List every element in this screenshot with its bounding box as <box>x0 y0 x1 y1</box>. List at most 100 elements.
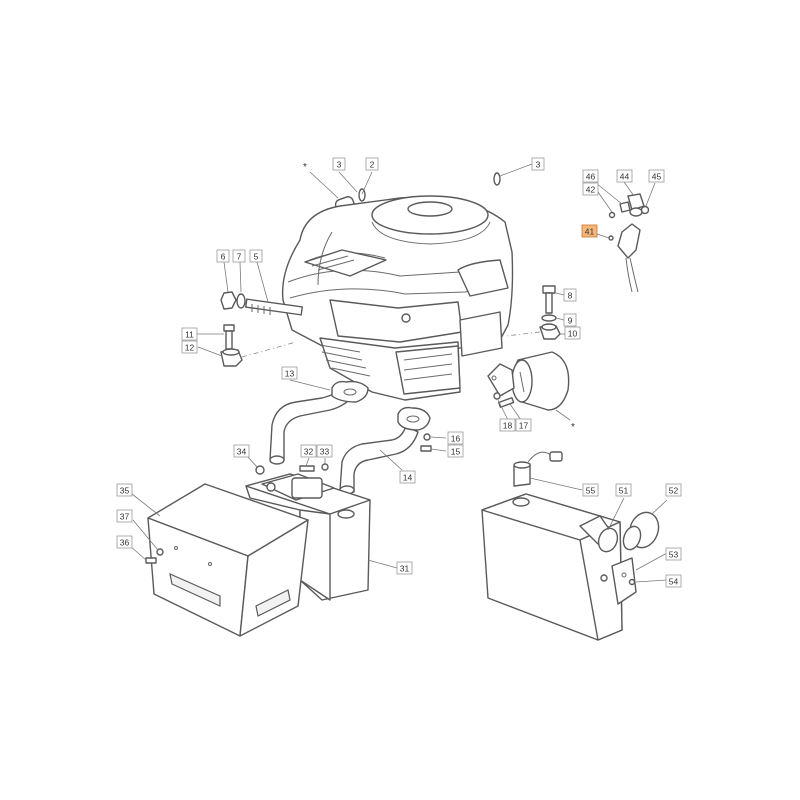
callout-11: 11 <box>181 327 198 341</box>
callout-51: 51 <box>615 483 632 497</box>
washer-18 <box>493 392 501 400</box>
callout-18: 18 <box>499 418 516 432</box>
callout-text: 12 <box>185 343 195 353</box>
callout-text: 9 <box>568 316 573 326</box>
callout-12: 12 <box>181 340 198 354</box>
fuel-cap-52 <box>622 511 660 551</box>
screw-36 <box>145 557 157 564</box>
callout-text: 10 <box>568 329 578 339</box>
callout-text: 44 <box>620 172 630 182</box>
callout-text: 18 <box>503 421 513 431</box>
screw-41 <box>608 235 614 241</box>
callout-15: 15 <box>447 444 464 458</box>
engine <box>281 195 514 401</box>
oil-filter-adapter <box>487 363 515 397</box>
callout-13: 13 <box>281 366 298 380</box>
nut-6 <box>220 291 237 310</box>
callout-41: 41 <box>581 224 598 238</box>
exhaust-pipe-13 <box>269 380 369 465</box>
hose-clamp-left <box>358 188 366 202</box>
callout-text: 5 <box>254 252 259 262</box>
callout-3-left: 3 <box>332 157 346 171</box>
bolt-32 <box>299 465 315 472</box>
throttle-bracket <box>617 223 641 293</box>
callout-34: 34 <box>233 444 250 458</box>
exhaust-pipe-14 <box>339 406 431 495</box>
tank-bracket-53 <box>611 557 637 605</box>
callout-text: 46 <box>586 172 596 182</box>
callout-32: 32 <box>300 444 317 458</box>
bolt-5 <box>245 298 303 316</box>
callout-text: 15 <box>451 447 461 457</box>
hose-clamp-right <box>493 172 501 186</box>
callout-54: 54 <box>665 574 682 588</box>
muffler-guard <box>147 483 309 637</box>
leader-lines <box>129 163 668 583</box>
callout-37: 37 <box>116 509 133 523</box>
callout-text: 17 <box>519 421 529 431</box>
callout-text: 51 <box>619 486 629 496</box>
bolt-15 <box>420 445 432 452</box>
callout-text: 13 <box>285 369 295 379</box>
asterisk-marker-fuel-filter: * <box>303 162 307 173</box>
bolt-16 <box>423 433 431 441</box>
oil-filter <box>511 351 570 411</box>
fuel-tank <box>481 493 623 641</box>
callout-10: 10 <box>564 326 581 340</box>
callout-text: 45 <box>652 172 662 182</box>
callout-text: 36 <box>120 538 130 548</box>
callout-42: 42 <box>582 182 599 196</box>
callout-text: 32 <box>304 447 314 457</box>
fuel-hose <box>354 176 501 198</box>
callout-17: 17 <box>515 418 532 432</box>
callout-text: 3 <box>536 160 541 170</box>
nut-12 <box>220 348 243 367</box>
callout-44: 44 <box>616 169 633 183</box>
callout-text: 34 <box>237 447 247 457</box>
callout-text: 16 <box>451 434 461 444</box>
callout-text: 7 <box>237 252 242 262</box>
callout-16: 16 <box>447 431 464 445</box>
callout-labels: 3 2 3 46 44 45 42 41 6 7 5 8 9 10 11 12 … <box>116 157 682 588</box>
nut-33 <box>321 463 329 471</box>
callout-9: 9 <box>563 313 577 327</box>
bolt-17 <box>498 397 515 408</box>
callout-text: 52 <box>669 486 679 496</box>
callout-text: 42 <box>586 185 596 195</box>
callout-53: 53 <box>665 547 682 561</box>
bolt-8 <box>542 285 556 314</box>
callout-55: 55 <box>582 483 599 497</box>
screw-54 <box>628 578 636 586</box>
callout-text: 55 <box>586 486 596 496</box>
washer-9 <box>541 314 557 322</box>
fuel-pickup-55 <box>513 451 563 487</box>
screw-45 <box>640 205 650 215</box>
callout-text: 14 <box>403 473 413 483</box>
callout-33: 33 <box>316 444 333 458</box>
callout-text: 31 <box>400 564 410 574</box>
callout-5: 5 <box>249 249 263 263</box>
callout-text: 35 <box>120 486 130 496</box>
callout-text: 37 <box>120 512 130 522</box>
callout-text: 54 <box>669 577 679 587</box>
callout-14: 14 <box>399 470 416 484</box>
callout-text: 3 <box>337 160 342 170</box>
asterisk-marker-oil-filter: * <box>571 422 575 433</box>
callout-text: 33 <box>320 447 330 457</box>
callout-52: 52 <box>665 483 682 497</box>
callout-45: 45 <box>648 169 665 183</box>
callout-3-right: 3 <box>531 157 545 171</box>
tank-neck <box>597 527 619 553</box>
callout-text: 6 <box>221 252 226 262</box>
callout-36: 36 <box>116 535 133 549</box>
muffler <box>245 473 371 601</box>
callout-7: 7 <box>232 249 246 263</box>
callout-text: 11 <box>185 330 194 340</box>
washer-37 <box>156 548 164 556</box>
callout-35: 35 <box>116 483 133 497</box>
callout-text: 8 <box>568 291 573 301</box>
callout-text: 41 <box>585 227 595 237</box>
callout-text: 53 <box>669 550 679 560</box>
bolt-11 <box>223 324 235 350</box>
